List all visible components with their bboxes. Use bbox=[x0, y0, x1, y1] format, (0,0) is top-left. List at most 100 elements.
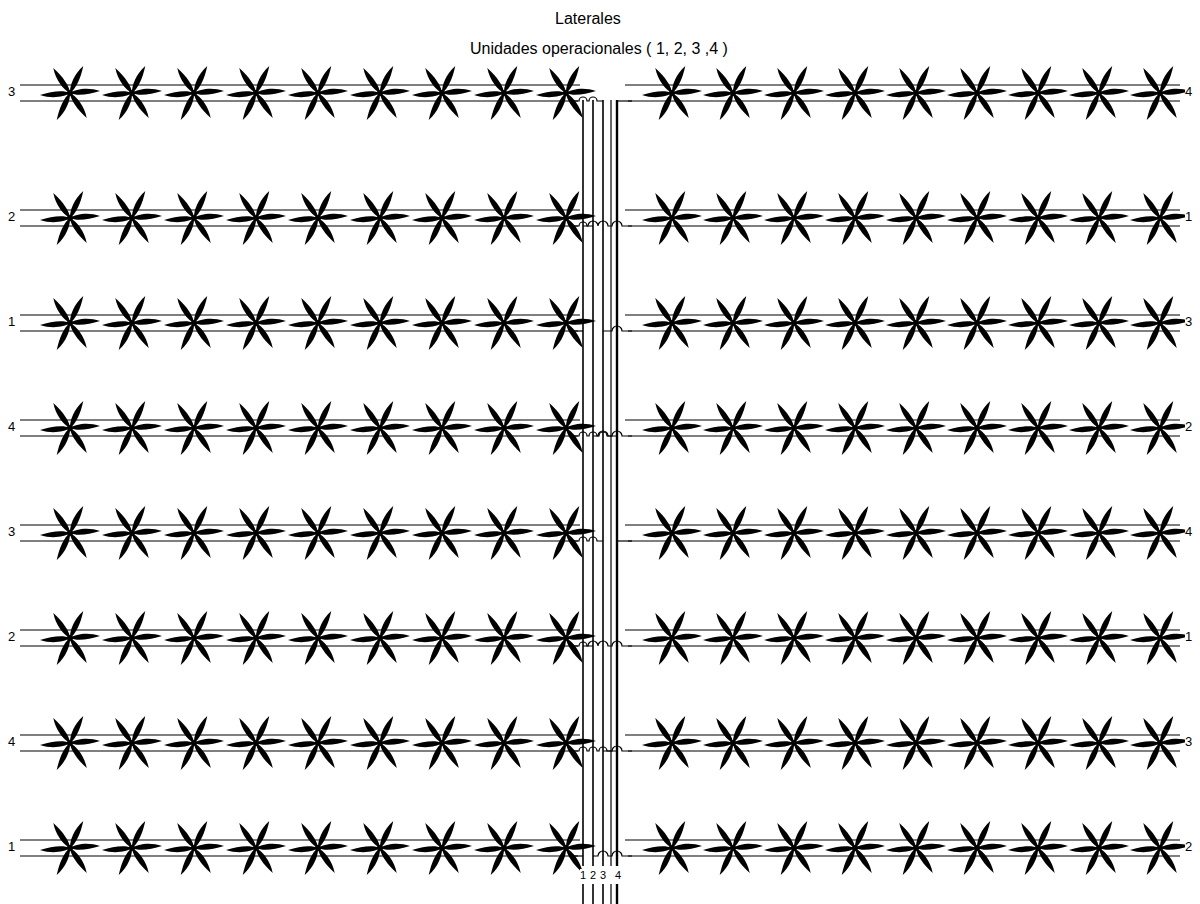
palm-tree bbox=[102, 295, 162, 351]
heading-label: Laterales bbox=[555, 10, 621, 28]
palm-tree bbox=[40, 190, 100, 246]
pipe-line bbox=[20, 645, 578, 646]
palm-tree bbox=[102, 190, 162, 246]
palm-tree bbox=[164, 820, 224, 876]
unit-number: 1 bbox=[8, 840, 15, 854]
palm-tree bbox=[825, 65, 885, 121]
unit-number: 4 bbox=[8, 735, 15, 749]
palm-tree bbox=[226, 295, 286, 351]
palm-tree bbox=[1069, 295, 1129, 351]
palm-tree bbox=[536, 65, 596, 121]
palm-tree bbox=[886, 190, 946, 246]
palm-tree bbox=[40, 400, 100, 456]
manifold-number: 3 bbox=[600, 869, 606, 881]
palm-tree bbox=[1008, 505, 1068, 561]
palm-tree bbox=[226, 610, 286, 666]
palm-tree bbox=[642, 295, 702, 351]
palm-tree bbox=[825, 400, 885, 456]
palm-tree bbox=[947, 190, 1007, 246]
pipe-line bbox=[616, 884, 618, 904]
palm-tree bbox=[288, 295, 348, 351]
palm-tree bbox=[226, 820, 286, 876]
palm-tree bbox=[40, 505, 100, 561]
pipe-line bbox=[20, 540, 578, 541]
palm-tree bbox=[40, 715, 100, 771]
unit-number: 2 bbox=[8, 210, 15, 224]
palm-tree bbox=[886, 65, 946, 121]
palm-tree bbox=[642, 610, 702, 666]
palm-tree bbox=[642, 505, 702, 561]
unit-number: 4 bbox=[1185, 525, 1192, 539]
lateral-connection bbox=[583, 221, 632, 226]
palm-tree bbox=[825, 505, 885, 561]
lateral-connection bbox=[593, 851, 632, 856]
palm-tree bbox=[886, 820, 946, 876]
palm-tree bbox=[412, 190, 472, 246]
palm-tree bbox=[764, 505, 824, 561]
palm-tree bbox=[764, 295, 824, 351]
unit-number: 4 bbox=[1185, 85, 1192, 99]
palm-tree bbox=[536, 400, 596, 456]
palm-tree bbox=[886, 400, 946, 456]
palm-tree bbox=[1130, 400, 1190, 456]
palm-tree bbox=[164, 505, 224, 561]
palm-tree bbox=[350, 505, 410, 561]
palm-tree bbox=[1069, 505, 1129, 561]
pipe-line bbox=[625, 839, 1180, 840]
palm-tree bbox=[764, 610, 824, 666]
palm-tree bbox=[1008, 820, 1068, 876]
palm-tree bbox=[288, 505, 348, 561]
palm-tree bbox=[703, 715, 763, 771]
palm-tree bbox=[1130, 65, 1190, 121]
palm-tree bbox=[474, 610, 534, 666]
palm-tree bbox=[642, 715, 702, 771]
palm-tree bbox=[288, 820, 348, 876]
palm-tree bbox=[1008, 715, 1068, 771]
palm-tree bbox=[474, 400, 534, 456]
palm-tree bbox=[825, 190, 885, 246]
palm-tree bbox=[1008, 190, 1068, 246]
pipe-line bbox=[625, 314, 1180, 315]
unit-number: 3 bbox=[1185, 315, 1192, 329]
palm-tree bbox=[947, 295, 1007, 351]
palm-tree bbox=[474, 65, 534, 121]
palm-tree bbox=[164, 610, 224, 666]
manifold-number: 1 bbox=[580, 869, 586, 881]
palm-tree bbox=[288, 610, 348, 666]
palm-tree bbox=[886, 295, 946, 351]
pipe-line bbox=[20, 225, 578, 226]
palm-tree bbox=[536, 295, 596, 351]
unit-number: 1 bbox=[8, 315, 15, 329]
palm-tree bbox=[947, 505, 1007, 561]
palm-tree bbox=[703, 820, 763, 876]
palm-tree bbox=[1069, 190, 1129, 246]
palm-tree bbox=[947, 610, 1007, 666]
palm-tree bbox=[102, 610, 162, 666]
palm-tree bbox=[474, 820, 534, 876]
palm-tree bbox=[350, 190, 410, 246]
palm-tree bbox=[947, 820, 1007, 876]
palm-tree bbox=[350, 715, 410, 771]
lateral-connection bbox=[617, 540, 632, 541]
pipe-line bbox=[610, 884, 611, 904]
palm-tree bbox=[536, 190, 596, 246]
pipe-line bbox=[625, 209, 1180, 210]
palm-tree bbox=[947, 400, 1007, 456]
palm-tree bbox=[1069, 715, 1129, 771]
palm-tree bbox=[703, 190, 763, 246]
palm-tree bbox=[947, 715, 1007, 771]
unit-number: 2 bbox=[1185, 840, 1192, 854]
palm-tree bbox=[536, 610, 596, 666]
palm-tree bbox=[1008, 295, 1068, 351]
palm-tree bbox=[226, 400, 286, 456]
pipe-line bbox=[602, 884, 604, 904]
palm-tree bbox=[412, 295, 472, 351]
pipe-line bbox=[20, 435, 578, 436]
palm-tree bbox=[642, 400, 702, 456]
palm-tree bbox=[1130, 295, 1190, 351]
palm-tree bbox=[350, 65, 410, 121]
palm-tree bbox=[825, 295, 885, 351]
pipe-line bbox=[625, 734, 1180, 735]
palm-tree bbox=[764, 65, 824, 121]
